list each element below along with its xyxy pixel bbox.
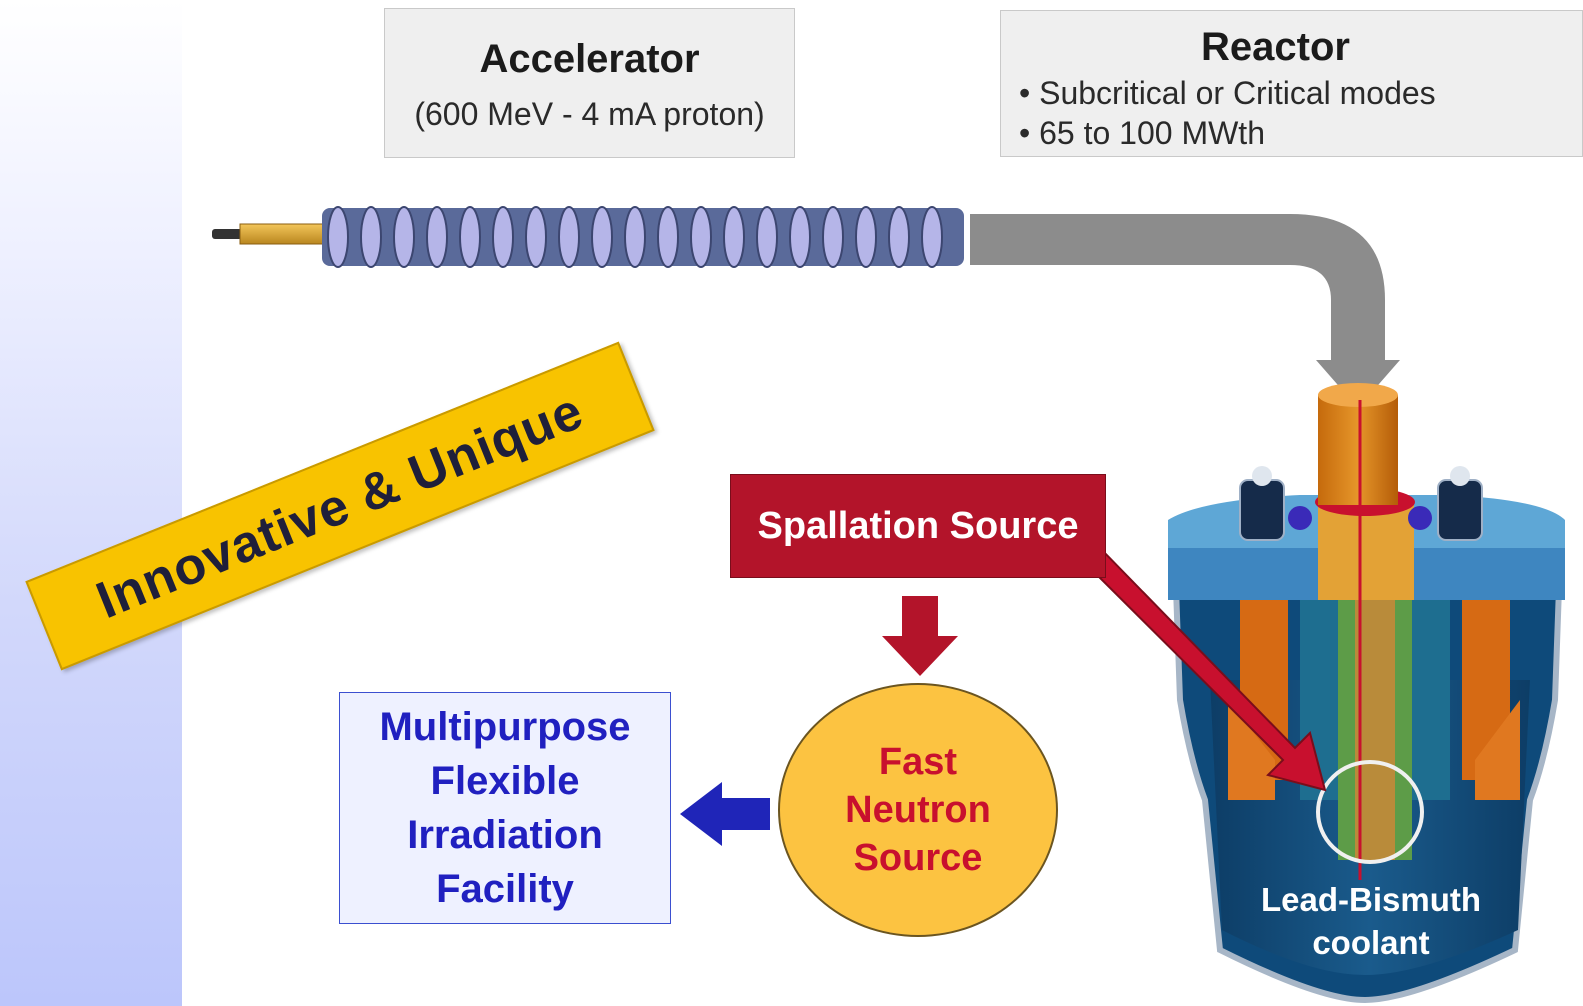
accelerator-beamline bbox=[212, 206, 964, 268]
accelerator-coil bbox=[492, 206, 514, 268]
facility-label: Multipurpose Flexible Irradiation Facili… bbox=[379, 705, 631, 911]
accelerator-coil bbox=[426, 206, 448, 268]
accelerator-coil bbox=[591, 206, 613, 268]
accelerator-coil bbox=[657, 206, 679, 268]
accelerator-coil bbox=[921, 206, 943, 268]
accelerator-coil bbox=[756, 206, 778, 268]
down-arrow bbox=[882, 596, 958, 676]
accelerator-coil bbox=[624, 206, 646, 268]
reactor-bullet-modes: • Subcritical or Critical modes bbox=[1019, 75, 1436, 111]
accelerator-coil bbox=[789, 206, 811, 268]
accelerator-coil bbox=[525, 206, 547, 268]
reactor-bullet-power: • 65 to 100 MWth bbox=[1019, 115, 1265, 151]
accelerator-coil bbox=[327, 206, 349, 268]
accelerator-coil bbox=[855, 206, 877, 268]
accelerator-coil bbox=[558, 206, 580, 268]
accelerator-coil bbox=[723, 206, 745, 268]
fast-neutron-label: Fast Neutron Source bbox=[845, 741, 991, 879]
accelerator-subtitle: (600 MeV - 4 mA proton) bbox=[414, 96, 765, 132]
accelerator-title: Accelerator bbox=[479, 37, 700, 81]
reactor-vessel-illustration bbox=[1168, 383, 1565, 1004]
spallation-label: Spallation Source bbox=[757, 504, 1079, 547]
accelerator-coil bbox=[888, 206, 910, 268]
left-arrow bbox=[680, 782, 770, 846]
left-gradient-band bbox=[0, 0, 182, 1006]
accelerator-coil bbox=[690, 206, 712, 268]
fast-neutron-source-circle: Fast Neutron Source bbox=[778, 683, 1058, 937]
accelerator-coil bbox=[360, 206, 382, 268]
spallation-to-core-arrow bbox=[1083, 546, 1327, 792]
accelerator-coil bbox=[459, 206, 481, 268]
coolant-label: Lead-Bismuth coolant bbox=[1260, 881, 1481, 961]
accelerator-box: Accelerator (600 MeV - 4 mA proton) bbox=[384, 8, 795, 158]
spallation-source-box: Spallation Source bbox=[730, 474, 1106, 578]
reactor-title: Reactor bbox=[1201, 25, 1350, 69]
irradiation-facility-box: Multipurpose Flexible Irradiation Facili… bbox=[339, 692, 671, 924]
beam-transport-arrow bbox=[970, 214, 1400, 408]
accelerator-coil bbox=[393, 206, 415, 268]
reactor-box: Reactor • Subcritical or Critical modes … bbox=[1000, 10, 1583, 157]
accelerator-coil bbox=[822, 206, 844, 268]
